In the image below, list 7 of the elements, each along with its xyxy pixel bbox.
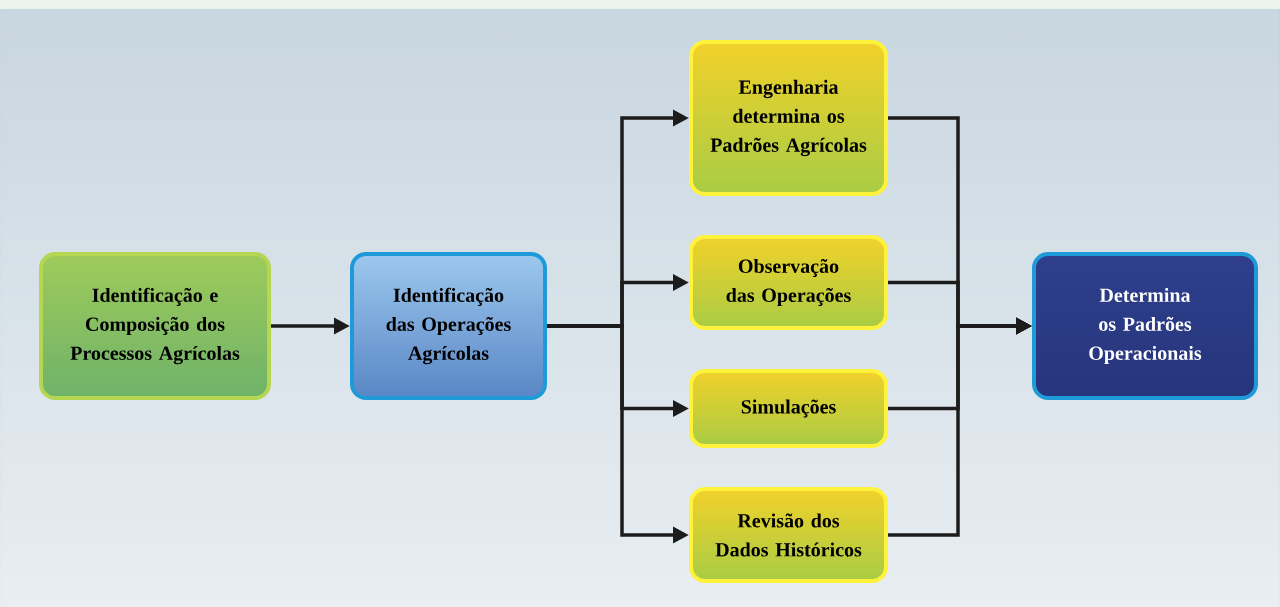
- method-box: Revisão dos Dados Históricos: [689, 487, 888, 583]
- process-box: Identificação e Composição dos Processos Agrícolas: [39, 252, 271, 400]
- method-box: Observação das Operações: [689, 235, 888, 330]
- process-box: Identificação das Operações Agrícolas: [350, 252, 547, 400]
- method-box: Simulações: [689, 369, 888, 448]
- result-box: Determina os Padrões Operacionais: [1032, 252, 1258, 400]
- method-box: Engenharia determina os Padrões Agrícolas: [689, 40, 888, 196]
